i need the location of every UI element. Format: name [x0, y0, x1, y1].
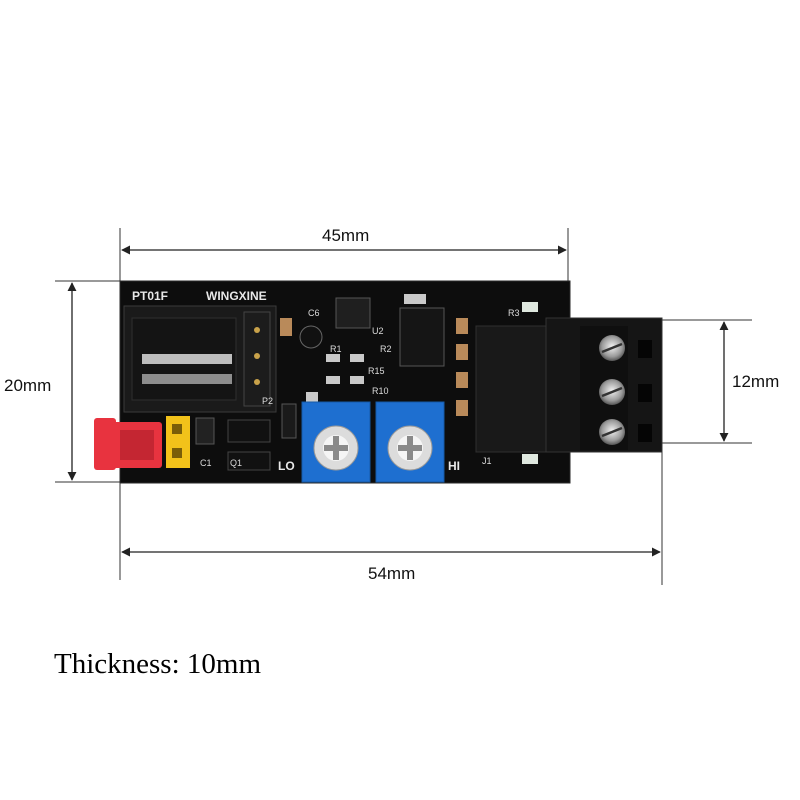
board-brand-label: WINGXINE: [206, 289, 267, 303]
silkscreen-labels: C6 U2 R1 R2 R15 R10 P2 Q1 C1 J1 R3: [200, 308, 520, 468]
potentiometer-high: [375, 401, 445, 483]
dimension-bottom-width: 54mm: [368, 564, 416, 583]
high-label: HI: [448, 459, 460, 473]
dimension-top-width: 45mm: [322, 226, 370, 245]
silk-c6: C6: [308, 308, 320, 318]
jumper-cap: [94, 416, 190, 470]
thickness-note: Thickness: 10mm: [54, 648, 262, 680]
silk-q1: Q1: [230, 458, 242, 468]
potentiometer-low: [301, 401, 371, 483]
silk-p2: P2: [262, 396, 273, 406]
dimension-arrows: [67, 245, 729, 557]
silk-r15: R15: [368, 366, 385, 376]
dimension-left-height: 20mm: [4, 376, 52, 395]
silk-r2: R2: [380, 344, 392, 354]
silk-r10: R10: [372, 386, 389, 396]
low-label: LO: [278, 459, 295, 473]
dimension-right-height: 12mm: [732, 372, 780, 391]
smd-components: [195, 294, 538, 471]
silk-r3: R3: [508, 308, 520, 318]
screw-terminal: [475, 317, 663, 453]
silk-u2: U2: [372, 326, 384, 336]
silk-j1: J1: [482, 456, 492, 466]
fan-header: [123, 305, 277, 413]
silk-c1: C1: [200, 458, 212, 468]
board-model-label: PT01F: [132, 289, 168, 303]
silk-r1: R1: [330, 344, 342, 354]
